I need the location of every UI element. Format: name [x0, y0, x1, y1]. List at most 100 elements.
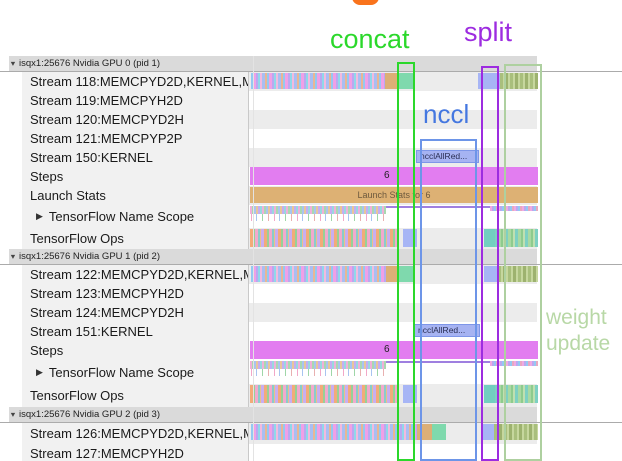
ns-strip-event[interactable]: [250, 361, 386, 369]
ops-stripes-event[interactable]: [250, 229, 398, 247]
gpu-group-header[interactable]: ▾isqx1:25676 Nvidia GPU 0 (pid 1): [0, 56, 622, 72]
row-label[interactable]: Stream 127:MEMCPYH2D: [0, 444, 248, 461]
row-label-text: Stream 150:KERNEL: [30, 150, 153, 165]
row-label-text: Stream 123:MEMCPYH2D: [30, 286, 184, 301]
mint-event[interactable]: [399, 266, 414, 282]
blue-event[interactable]: [484, 266, 498, 282]
row-track: [248, 72, 538, 91]
timeline-row: Stream 124:MEMCPYD2H: [0, 303, 622, 322]
collapse-arrow-icon[interactable]: ▾: [10, 252, 16, 261]
ops-teal-event[interactable]: [484, 385, 495, 403]
timeline-row: Stream 121:MEMCPYP2P: [0, 129, 622, 148]
timeline-row: Steps 6: [0, 167, 622, 186]
cropped-annotation-fragment: [352, 0, 379, 5]
concat-annotation-label: concat: [330, 24, 410, 54]
ns-drips-event[interactable]: [251, 214, 385, 221]
expand-arrow-icon[interactable]: ▶: [36, 211, 43, 221]
timeline-gridline: [253, 56, 254, 461]
steps-bar-event[interactable]: 6: [250, 167, 538, 185]
row-label[interactable]: ▶ TensorFlow Name Scope: [0, 205, 248, 228]
ns-line-event[interactable]: [386, 361, 538, 363]
row-label[interactable]: TensorFlow Ops: [0, 384, 248, 407]
row-label[interactable]: Steps: [0, 341, 248, 360]
row-label[interactable]: Stream 126:MEMCPYD2D,KERNEL,MI: [0, 423, 248, 444]
row-track: [248, 360, 538, 384]
ops-tail-event[interactable]: [495, 385, 538, 403]
row-label-text: Stream 118:MEMCPYD2D,KERNEL,ME: [30, 74, 248, 89]
row-track: [248, 110, 537, 129]
row-label[interactable]: TensorFlow Ops: [0, 228, 248, 249]
main-stripes-event[interactable]: [251, 73, 385, 89]
step-number: 6: [384, 344, 390, 355]
olive-event[interactable]: [498, 266, 538, 282]
row-label[interactable]: Launch Stats: [0, 186, 248, 205]
mint-event[interactable]: [432, 424, 446, 440]
ns-mini-event[interactable]: [490, 206, 538, 211]
timeline-row: Stream 151:KERNEL ncclAllRed...: [0, 322, 622, 341]
expand-arrow-icon[interactable]: ▶: [36, 366, 43, 377]
ops-teal-event[interactable]: [484, 229, 495, 247]
row-track: [248, 265, 538, 284]
tan-event[interactable]: [386, 266, 399, 282]
timeline-row: Stream 150:KERNEL ncclAllRed...: [0, 148, 622, 167]
row-track: 6: [248, 341, 538, 360]
row-track: [248, 91, 537, 110]
tan-event[interactable]: [417, 424, 432, 440]
row-track: ncclAllRed...: [248, 322, 537, 341]
gpu-group-header[interactable]: ▾isqx1:25676 Nvidia GPU 2 (pid 3): [0, 407, 622, 423]
row-label-text: TensorFlow Name Scope: [48, 209, 195, 224]
row-label-text: TensorFlow Ops: [30, 388, 124, 403]
row-label[interactable]: ▶TensorFlow Name Scope: [0, 360, 248, 384]
main-stripes-event[interactable]: [251, 266, 386, 282]
row-track: [248, 129, 537, 148]
row-label[interactable]: Stream 150:KERNEL: [0, 148, 248, 167]
timeline-row: Stream 122:MEMCPYD2D,KERNEL,MI: [0, 265, 622, 284]
row-label[interactable]: Stream 151:KERNEL: [0, 322, 248, 341]
row-label[interactable]: Stream 120:MEMCPYD2H: [0, 110, 248, 129]
collapse-arrow-icon[interactable]: ▾: [10, 410, 16, 419]
row-label[interactable]: Stream 119:MEMCPYH2D: [0, 91, 248, 110]
timeline-row: ▶TensorFlow Name Scope: [0, 360, 622, 384]
row-label[interactable]: Stream 122:MEMCPYD2D,KERNEL,MI: [0, 265, 248, 284]
olive-event[interactable]: [494, 424, 538, 440]
row-label[interactable]: Stream 124:MEMCPYD2H: [0, 303, 248, 322]
gpu-group-title: isqx1:25676 Nvidia GPU 2 (pid 3): [19, 409, 161, 420]
split-annotation-label: split: [464, 17, 513, 47]
olive-event[interactable]: [500, 73, 538, 89]
tan-event[interactable]: [385, 73, 398, 89]
gpu-group-title: isqx1:25676 Nvidia GPU 0 (pid 1): [19, 58, 161, 69]
steps-bar-event[interactable]: 6: [250, 341, 538, 359]
gpu-group-header[interactable]: ▾isqx1:25676 Nvidia GPU 1 (pid 2): [0, 249, 622, 265]
row-label-text: Stream 121:MEMCPYP2P: [30, 131, 183, 146]
main-stripes-event[interactable]: [251, 424, 417, 440]
nccl-bar-event[interactable]: ncclAllRed...: [414, 324, 480, 337]
row-label[interactable]: Stream 118:MEMCPYD2D,KERNEL,ME: [0, 72, 248, 91]
ns-mini-event[interactable]: [490, 361, 538, 366]
mint-event[interactable]: [398, 73, 414, 89]
row-track: [248, 384, 538, 407]
row-label-text: Stream 126:MEMCPYD2D,KERNEL,MI: [30, 426, 248, 441]
ns-line-event[interactable]: [386, 206, 538, 208]
timeline-row: Stream 118:MEMCPYD2D,KERNEL,ME: [0, 72, 622, 91]
row-label-text: Stream 122:MEMCPYD2D,KERNEL,MI: [30, 267, 248, 282]
ops-stripes-event[interactable]: [250, 385, 398, 403]
collapse-arrow-icon[interactable]: ▾: [10, 59, 16, 68]
nccl-bar-event[interactable]: ncclAllRed...: [416, 150, 479, 163]
row-label[interactable]: Steps: [0, 167, 248, 186]
row-track: 6: [248, 167, 538, 186]
launch-bar-event[interactable]: Launch Stats for 6: [250, 187, 538, 203]
ops-tail-event[interactable]: [495, 229, 538, 247]
ops-blue-event[interactable]: [403, 385, 417, 403]
ns-drips-event[interactable]: [251, 369, 385, 376]
row-label[interactable]: Stream 121:MEMCPYP2P: [0, 129, 248, 148]
blue-event[interactable]: [482, 424, 494, 440]
ns-strip-event[interactable]: [250, 206, 386, 214]
row-label-text: Steps: [30, 169, 64, 184]
ops-blue-event[interactable]: [403, 229, 417, 247]
row-label[interactable]: Stream 123:MEMCPYH2D: [0, 284, 248, 303]
blue-event[interactable]: [478, 73, 500, 89]
row-label-text: Stream 127:MEMCPYH2D: [30, 445, 184, 461]
gpu-group-title: isqx1:25676 Nvidia GPU 1 (pid 2): [19, 251, 161, 262]
